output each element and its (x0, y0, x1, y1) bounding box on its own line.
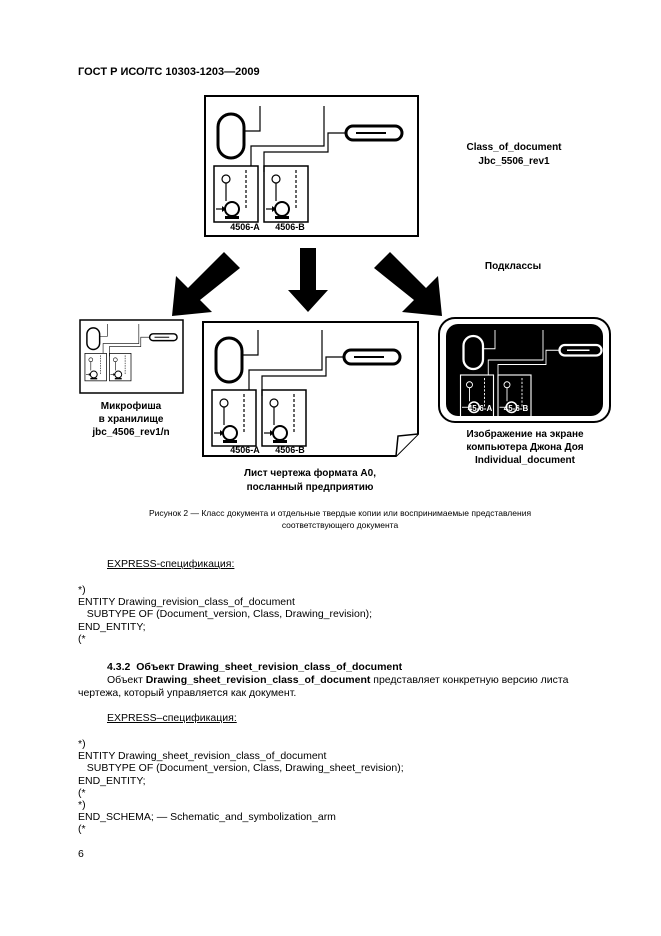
code-line: END_ENTITY; (78, 620, 146, 633)
micro-label-3: jbc_4506_rev1/n (91, 427, 169, 438)
microfiche (79, 319, 184, 394)
code-line: END_ENTITY; (78, 774, 146, 787)
tag-a: 4506-A (230, 222, 260, 232)
a0-tag-b: 4506-B (275, 445, 305, 455)
screen-tag-b: 45-6-B (504, 404, 529, 413)
sheet-label-1: Лист чертежа формата А0, (244, 467, 376, 479)
code-line: ENTITY Drawing_sheet_revision_class_of_d… (78, 750, 327, 763)
para-entity: Drawing_sheet_revision_class_of_document (145, 674, 371, 686)
express-label-1: EXPRESS-спецификация: (107, 558, 235, 570)
computer-screen: 45-6-A 45-6-B (438, 317, 611, 423)
para-prefix: Объект (107, 674, 146, 686)
figure-diagram: 4506-A 4506-B Class_of_document Jbc_5506… (79, 95, 611, 493)
code-line: *) (78, 738, 86, 750)
sheet-label-2: посланный предприятию (247, 482, 374, 493)
figure-caption: Рисунок 2 — Класс документа и отдельные … (100, 507, 580, 531)
class-drawing-sheet: 4506-A 4506-B (204, 95, 419, 237)
page-header: ГОСТ Р ИСО/ТС 10303-1203—2009 (78, 66, 260, 78)
screen-label-2: компьютера Джона Доя (466, 442, 583, 453)
arrow-left-icon (172, 252, 240, 316)
arrow-down-icon (288, 248, 328, 312)
subclasses-label: Подклассы (485, 261, 541, 272)
para-suffix: представляет конкретную версию листа (370, 674, 569, 686)
page-number: 6 (78, 848, 84, 860)
class-id-label: Jbc_5506_rev1 (478, 156, 550, 167)
code-line: (* (78, 786, 86, 799)
a0-tag-a: 4506-A (230, 445, 260, 455)
paragraph-line-2: чертежа, который управляется как докумен… (78, 687, 297, 699)
caption-line-2: соответствующего документа (281, 520, 399, 530)
code-line: *) (78, 799, 86, 812)
section-heading: 4.3.2 Объект Drawing_sheet_revision_clas… (107, 661, 403, 673)
screen-label-1: Изображение на экране (466, 428, 584, 440)
screen-tag-a: 45-6-A (468, 404, 493, 413)
code-line: (* (78, 823, 86, 836)
code-line: END_SCHEMA; — Schematic_and_symbolizatio… (78, 811, 336, 824)
screen-label-3: Individual_document (475, 455, 576, 466)
class-label: Class_of_document (466, 142, 562, 153)
code-line: SUBTYPE OF (Document_version, Class, Dra… (78, 608, 373, 621)
micro-label-1: Микрофиша (101, 400, 162, 412)
code-block-2: *) ENTITY Drawing_sheet_revision_class_o… (78, 738, 404, 836)
caption-line-1: Рисунок 2 — Класс документа и отдельные … (148, 508, 532, 518)
express-label-2: EXPRESS–спецификация: (107, 712, 237, 724)
micro-label-2: в хранилище (99, 414, 164, 425)
tag-b: 4506-B (275, 222, 305, 232)
code-block-1: *) ENTITY Drawing_revision_class_of_docu… (78, 584, 372, 645)
code-line: *) (78, 584, 86, 596)
code-line: ENTITY Drawing_revision_class_of_documen… (78, 596, 295, 609)
code-line: SUBTYPE OF (Document_version, Class, Dra… (78, 762, 404, 775)
code-line: (* (78, 632, 86, 645)
a0-drawing-sheet: 4506-A 4506-B (202, 321, 419, 457)
paragraph-line-1: Объект Drawing_sheet_revision_class_of_d… (107, 674, 613, 686)
arrow-right-icon (374, 252, 442, 316)
